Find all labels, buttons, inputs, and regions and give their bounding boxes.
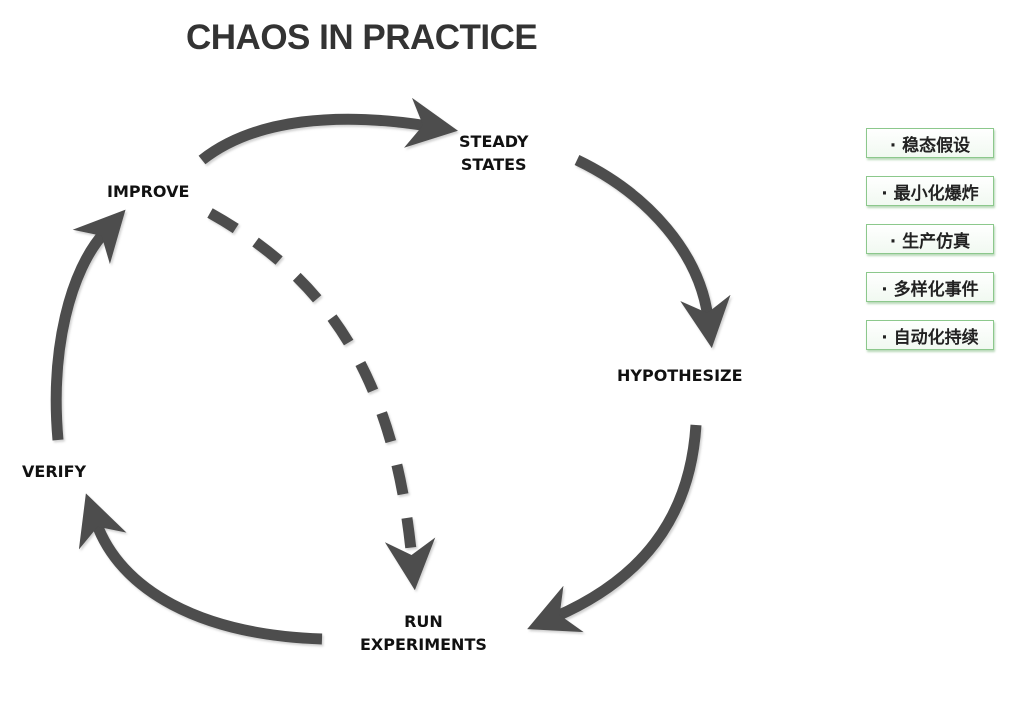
node-improve: IMPROVE (107, 182, 190, 201)
arrow-verify-to-improve (50, 209, 126, 441)
arrow-improve-to-run-experiments-dashed (207, 208, 436, 591)
principle-tag-minimize-blast-radius: · 最小化爆炸 (866, 176, 994, 206)
arrow-hypothesize-to-run-experiments (527, 424, 702, 633)
principle-tag-diversify-events: · 多样化事件 (866, 272, 994, 302)
principle-tag-production-simulation: · 生产仿真 (866, 224, 994, 254)
arrow-run-experiments-to-verify (78, 493, 323, 645)
page-title: CHAOS IN PRACTICE (186, 18, 538, 57)
principle-tag-steady-state-hypothesis: · 稳态假设 (866, 128, 994, 158)
arrow-steady-states-to-hypothesize (574, 155, 731, 349)
principles-panel: · 稳态假设 · 最小化爆炸 · 生产仿真 · 多样化事件 · 自动化持续 (866, 128, 996, 368)
arrow-improve-to-steady-states (198, 97, 458, 165)
node-run-experiments: RUN EXPERIMENTS (360, 612, 487, 654)
principle-tag-automate-continuously: · 自动化持续 (866, 320, 994, 350)
node-verify: VERIFY (22, 462, 87, 481)
node-hypothesize: HYPOTHESIZE (617, 366, 743, 385)
node-steady-states: STEADY STATES (459, 132, 529, 174)
